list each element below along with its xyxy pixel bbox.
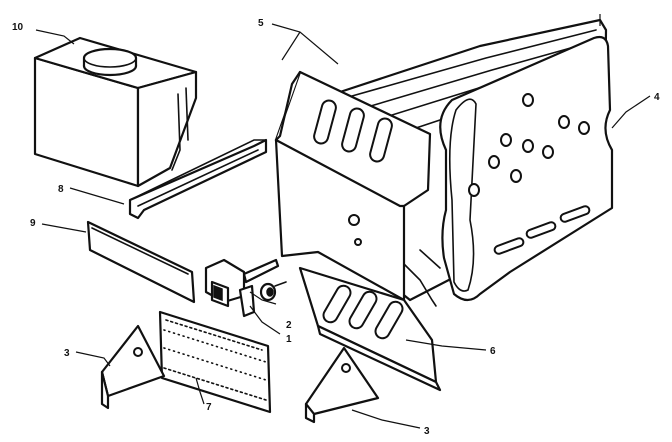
part-4-heat-exchanger [338, 18, 614, 307]
part-3-left-bracket [100, 324, 166, 410]
callout-9: 9 [30, 218, 36, 229]
part-8-strip [128, 138, 268, 220]
part-5-front-plate [274, 70, 432, 302]
part-7-screen [158, 310, 272, 414]
part-6-burner-plate [298, 266, 442, 392]
callout-2: 2 [286, 320, 292, 331]
part-3-right-bracket [304, 346, 380, 424]
callout-3-left: 3 [64, 348, 70, 359]
callout-7: 7 [206, 402, 212, 413]
part-9-panel [86, 220, 196, 304]
part-2-knob [259, 281, 287, 302]
callout-1: 1 [286, 334, 292, 345]
callout-6: 6 [490, 346, 496, 357]
part-1-bracket [204, 258, 280, 318]
callout-3-right: 3 [424, 426, 430, 437]
callout-5: 5 [258, 18, 264, 29]
callout-8: 8 [58, 184, 64, 195]
callout-4: 4 [654, 92, 660, 103]
callout-labels: 10 5 4 8 9 2 1 6 3 7 3 [12, 18, 660, 437]
callout-10: 10 [12, 22, 24, 33]
leader-lines [35, 14, 651, 429]
part-10-cover-box [33, 36, 198, 188]
